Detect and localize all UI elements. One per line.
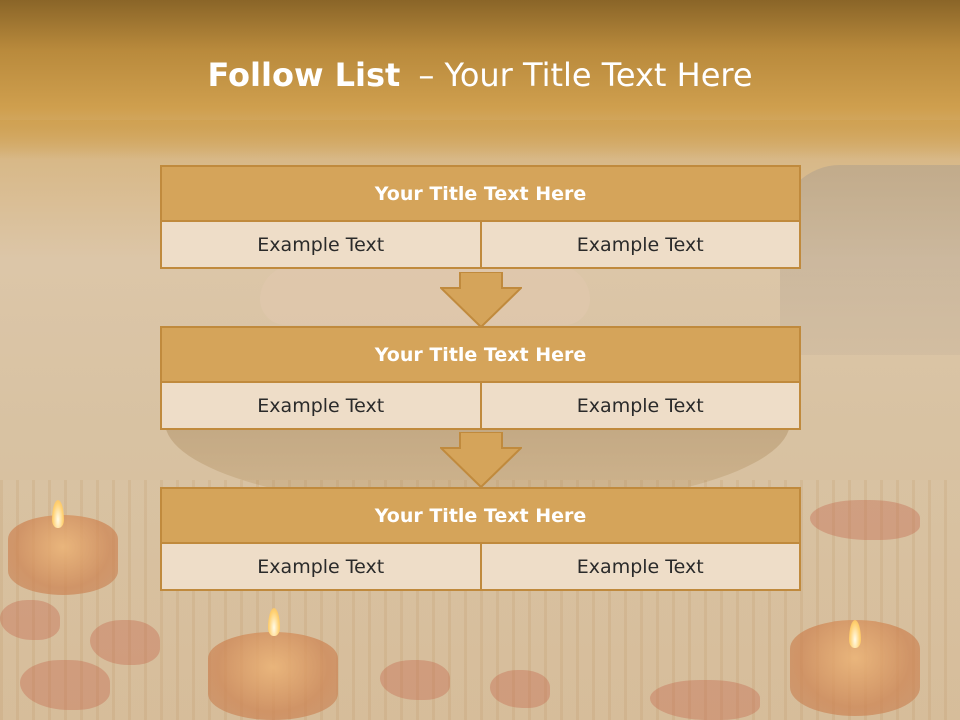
step-title: Your Title Text Here [160,487,801,544]
step-title: Your Title Text Here [160,326,801,383]
rose-petal [490,670,550,708]
slide-title: Follow List – Your Title Text Here [0,56,960,94]
flame-icon [268,608,280,636]
step-item: Example Text [160,542,482,591]
background-arm [780,165,960,355]
rose-petal [20,660,110,710]
step-title: Your Title Text Here [160,165,801,222]
step-item: Example Text [479,381,801,430]
rose-petal [380,660,450,700]
candle-icon [208,632,338,720]
step-row: Example Text Example Text [160,381,801,430]
step-block-3: Your Title Text Here Example Text Exampl… [160,487,801,591]
rose-petal [90,620,160,665]
step-item: Example Text [160,381,482,430]
rose-petal [810,500,920,540]
background-hands [260,265,590,325]
candle-icon [8,515,118,595]
rose-petal [0,600,60,640]
flame-icon [52,500,64,528]
step-item: Example Text [479,542,801,591]
background-glow [0,120,960,160]
down-arrow-icon [440,432,522,488]
slide-title-bold: Follow List [207,56,401,94]
slide-title-rest: – Your Title Text Here [418,56,753,94]
step-item: Example Text [160,220,482,269]
step-row: Example Text Example Text [160,542,801,591]
step-block-2: Your Title Text Here Example Text Exampl… [160,326,801,430]
rose-petal [650,680,760,720]
step-block-1: Your Title Text Here Example Text Exampl… [160,165,801,269]
step-row: Example Text Example Text [160,220,801,269]
step-item: Example Text [479,220,801,269]
down-arrow-icon [440,272,522,328]
flame-icon [849,620,861,648]
